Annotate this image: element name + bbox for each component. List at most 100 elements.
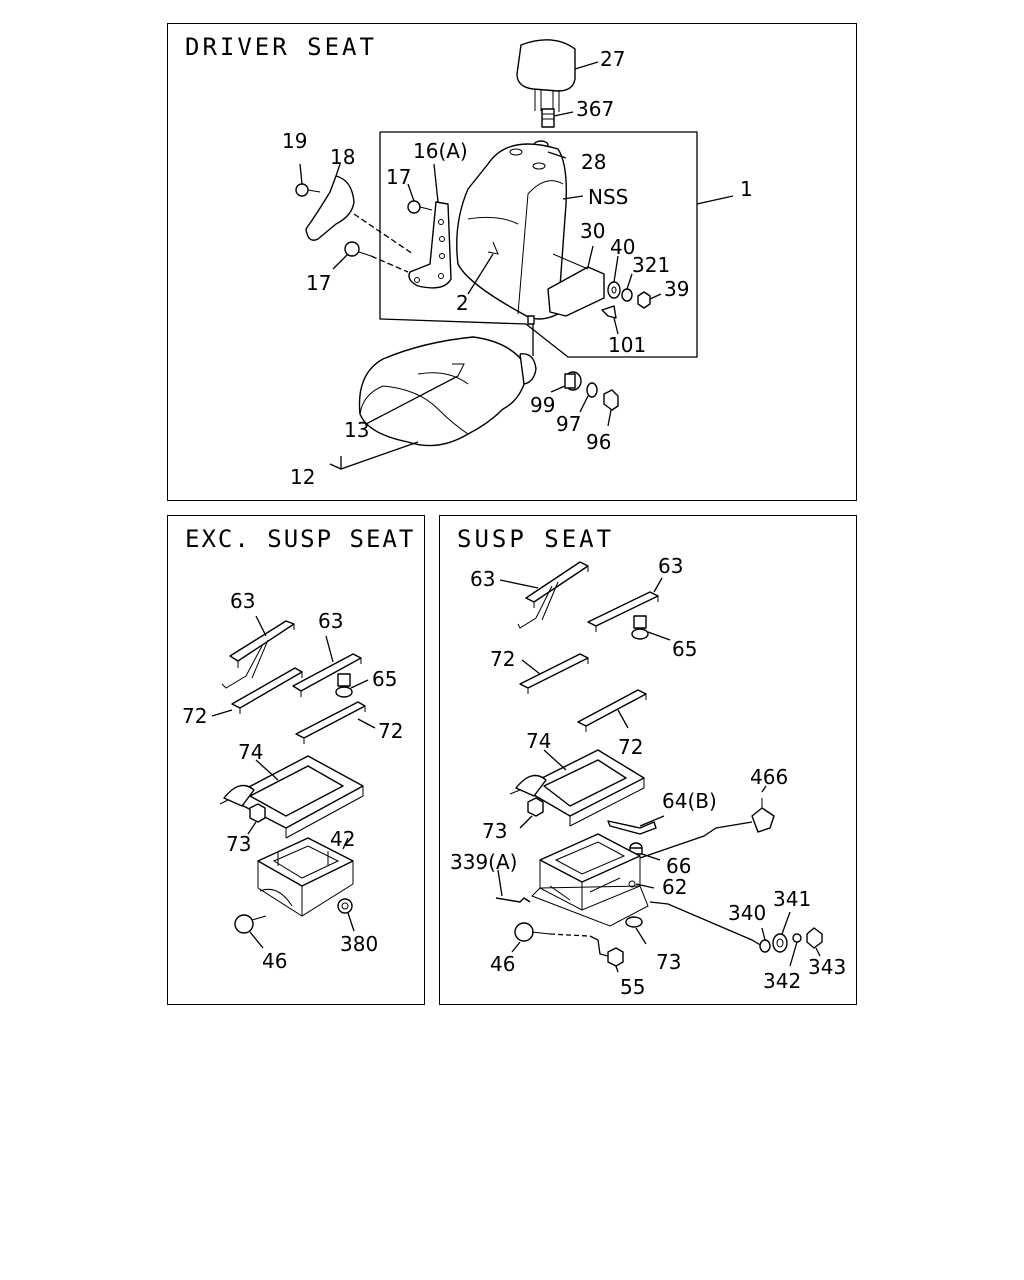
callout-65: 65 (672, 637, 697, 661)
callout-466: 466 (750, 765, 788, 789)
suspension-base-part (531, 833, 649, 927)
exc-susp-seat-panel: EXC. SUSP SEAT (167, 515, 425, 1005)
callout-2: 2 (456, 291, 469, 315)
headrest-part (516, 39, 576, 112)
adjust-knob-part (234, 914, 267, 934)
slide-rail-left-part (231, 667, 303, 714)
callout-18: 18 (330, 145, 355, 169)
callout-39: 39 (664, 277, 689, 301)
callout-30: 30 (580, 219, 605, 243)
callout-63-right: 63 (318, 609, 343, 633)
seat-frame-part (509, 749, 645, 827)
lever-64b-part (607, 820, 657, 835)
bolt-65-part (631, 615, 649, 640)
exc-susp-seat-diagram: 63 63 65 72 72 74 73 42 46 380 (182, 589, 403, 973)
nut-73-upper-part (527, 797, 544, 817)
seat-cushion-part (358, 336, 537, 447)
callout-72-left: 72 (182, 704, 207, 728)
driver-seat-diagram: 27 367 28 NSS 1 19 18 16(A) 17 17 2 30 4… (282, 39, 753, 489)
callout-321: 321 (632, 253, 670, 277)
callout-63-right: 63 (658, 554, 683, 578)
washer-340-part (759, 939, 771, 953)
callout-42: 42 (330, 827, 355, 851)
seat-rail-right-part (292, 653, 362, 697)
callout-343: 343 (808, 955, 846, 979)
driver-seat-panel: DRIVER SEAT (167, 23, 857, 501)
callout-63-left: 63 (230, 589, 255, 613)
washer-342-part (792, 933, 802, 943)
callout-341: 341 (773, 887, 811, 911)
nut-73-lower-part (625, 916, 643, 928)
washer-341-part (772, 933, 788, 953)
nut-343-part (806, 927, 823, 949)
callout-63-left: 63 (470, 567, 495, 591)
washer-97-part (586, 382, 598, 398)
seat-back-part (456, 143, 568, 325)
washer-40-part (607, 281, 621, 299)
susp-seat-title: SUSP SEAT (457, 525, 615, 553)
callout-27: 27 (600, 47, 625, 71)
leader-lines (299, 61, 662, 470)
susp-seat-diagram: 63 63 65 72 72 74 73 466 64(B) 66 339(A)… (450, 554, 846, 999)
callout-72-left: 72 (490, 647, 515, 671)
callout-12: 12 (290, 465, 315, 489)
seat-mechanism-part (257, 837, 354, 917)
exc-susp-seat-title: EXC. SUSP SEAT (185, 525, 416, 553)
bolt-65-part (335, 673, 353, 698)
callout-342: 342 (763, 969, 801, 993)
callout-64b: 64(B) (662, 789, 717, 813)
callout-96: 96 (586, 430, 611, 454)
callout-340: 340 (728, 901, 766, 925)
nut-55-part (607, 947, 624, 967)
recliner-bracket-part (408, 201, 452, 289)
callout-73-upper: 73 (482, 819, 507, 843)
callout-13: 13 (344, 418, 369, 442)
spring-part (541, 108, 555, 128)
callout-73-lower: 73 (656, 950, 681, 974)
bushing-99-part (564, 371, 582, 391)
pin-339a-part (495, 897, 531, 903)
recliner-cover-part (305, 175, 355, 241)
cap-101-part (601, 305, 617, 319)
callout-62: 62 (662, 875, 687, 899)
driver-seat-title: DRIVER SEAT (185, 33, 377, 61)
callout-46: 46 (490, 952, 515, 976)
bolt-19-part (295, 183, 321, 197)
callout-40: 40 (610, 235, 635, 259)
callout-17-upper: 17 (386, 165, 411, 189)
callout-367: 367 (576, 97, 614, 121)
susp-seat-panel: SUSP SEAT (439, 515, 857, 1005)
nut-39-part (637, 291, 651, 309)
leader-lines (211, 615, 376, 949)
callout-66: 66 (666, 854, 691, 878)
adjust-knob-part (514, 922, 551, 942)
slide-rail-right-part (577, 689, 647, 732)
callout-17-lower: 17 (306, 271, 331, 295)
seat-rail-left-part (221, 620, 295, 689)
callout-1: 1 (740, 177, 753, 201)
slide-rail-right-part (295, 701, 366, 744)
leader-lines (497, 577, 821, 973)
seat-back-group-box (379, 131, 698, 358)
callout-74: 74 (526, 729, 551, 753)
bushing-66-part (629, 842, 643, 855)
callout-72-right: 72 (378, 719, 403, 743)
callout-65: 65 (372, 667, 397, 691)
slide-rail-left-part (519, 653, 589, 694)
callout-28: 28 (581, 150, 606, 174)
callout-72-right: 72 (618, 735, 643, 759)
callout-339a: 339(A) (450, 850, 517, 874)
connector-466-part (751, 798, 775, 833)
callout-101: 101 (608, 333, 646, 357)
callout-74: 74 (238, 740, 263, 764)
seat-frame-part (219, 755, 364, 839)
seat-rail-right-part (587, 591, 659, 632)
callout-55: 55 (620, 975, 645, 999)
callout-73: 73 (226, 832, 251, 856)
nut-73-part (249, 803, 266, 823)
callout-19: 19 (282, 129, 307, 153)
washer-321-part (621, 288, 633, 302)
nut-380-part (337, 898, 353, 914)
callout-nss: NSS (588, 185, 628, 209)
seat-rail-left-part (517, 561, 589, 629)
